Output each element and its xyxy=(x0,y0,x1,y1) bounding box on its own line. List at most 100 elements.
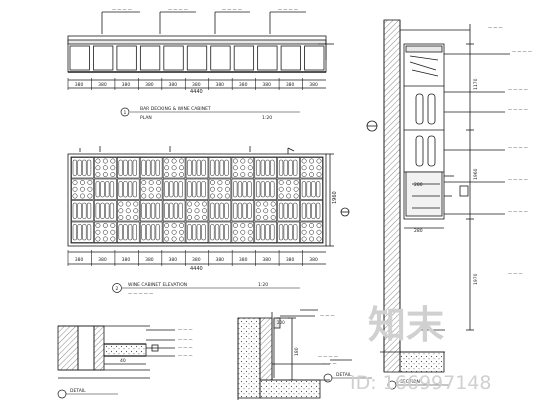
elevation-title: WINE CABINET ELEVATION xyxy=(128,282,187,288)
svg-text:— — —: — — — xyxy=(508,271,523,276)
elevation-cell xyxy=(300,178,323,200)
section-low-dim: 1970 xyxy=(473,273,479,285)
plan-cell xyxy=(304,45,325,71)
detail-b-title: DETAIL xyxy=(336,372,352,378)
elevation-cell xyxy=(162,221,186,243)
elevation-cell xyxy=(162,200,186,222)
elevation-cell xyxy=(277,178,300,200)
section-bottles xyxy=(409,55,440,209)
svg-text:— — — —: — — — — xyxy=(508,107,528,112)
plan-seg-dim: 380 xyxy=(286,82,295,88)
elevation-cell xyxy=(254,200,277,222)
section-depth-dim-2: 280 xyxy=(414,182,423,188)
svg-text:— — — —: — — — — xyxy=(168,7,188,12)
elevation-cell xyxy=(71,157,94,179)
section-mid-dim: 1960 xyxy=(473,168,479,180)
svg-text:— — — — —: — — — — — xyxy=(128,291,153,296)
elevation-cell xyxy=(254,157,277,179)
svg-text:— — —: — — — xyxy=(178,353,193,358)
detail-a-dim: 40 xyxy=(120,358,126,364)
detail-b-top-dim: 200 xyxy=(277,320,285,325)
elevation-seg-dim: 380 xyxy=(262,257,271,263)
plan-cell xyxy=(280,45,301,71)
section-labels: — — — — — — — — — — — — — — — — — — — — … xyxy=(488,25,532,276)
elevation-cell xyxy=(208,221,232,243)
detail-a-labels: — — — — — — — — — — — — DETAIL xyxy=(57,327,193,399)
elevation-scale: 1:20 xyxy=(258,282,268,288)
plan-cell xyxy=(257,45,278,71)
elevation-cell xyxy=(117,200,140,222)
elevation-cell xyxy=(208,157,232,179)
plan-seg-dim: 380 xyxy=(239,82,248,88)
svg-text:— — — —: — — — — xyxy=(508,145,528,150)
elevation-height-dim: 1960 xyxy=(332,191,338,204)
plan-total-dim: 4440 xyxy=(190,89,203,95)
elevation-outline xyxy=(67,153,327,247)
section-title-block: SECTION xyxy=(387,379,450,390)
elevation-cell xyxy=(300,200,323,222)
elevation-cell xyxy=(254,221,277,243)
detail-b-dim: 180 xyxy=(294,347,300,356)
elevation-cell xyxy=(185,157,209,179)
svg-text:— — — —: — — — — xyxy=(112,7,132,12)
elevation-cell xyxy=(231,221,255,243)
elevation-cell xyxy=(94,221,117,243)
section-top-dim: 1170 xyxy=(473,78,479,90)
elevation-cell xyxy=(208,178,232,200)
plan-seg-dim: 380 xyxy=(262,82,271,88)
elevation-cell xyxy=(162,178,186,200)
svg-text:— — — —: — — — — xyxy=(222,7,242,12)
svg-text:— — — —: — — — — xyxy=(508,177,528,182)
plan-seg-dim: 380 xyxy=(309,82,318,88)
plan-seg-dim: 380 xyxy=(192,82,201,88)
elevation-total-dim: 4440 xyxy=(190,266,203,272)
elevation-seg-dim: 380 xyxy=(192,257,201,263)
elevation-seg-dim: 380 xyxy=(75,257,84,263)
elevation-cell xyxy=(162,157,186,179)
elevation-cell xyxy=(277,157,300,179)
elevation-seg-dim: 380 xyxy=(215,257,224,263)
plan-cell xyxy=(233,45,255,71)
elevation-seg-dim: 380 xyxy=(239,257,248,263)
watermark-brand: 知末 xyxy=(368,303,444,347)
svg-text:— — — —: — — — — xyxy=(512,49,532,54)
plan-seg-dim: 380 xyxy=(215,82,224,88)
plan-subtitle: PLAN xyxy=(140,115,152,121)
plan-leaders: — — — — — — — — — — — — — — — — xyxy=(101,7,306,34)
elevation-cell xyxy=(139,178,163,200)
svg-text:— — —: — — — xyxy=(178,337,193,342)
elevation-seg-dim: 380 xyxy=(286,257,295,263)
plan-title: BAR DECKING & WINE CABINET xyxy=(140,106,211,112)
plan-title-block: 1 BAR DECKING & WINE CABINET PLAN 1:20 xyxy=(120,106,300,121)
watermark-id: ID: 166997148 xyxy=(350,372,491,394)
svg-text:— — — —: — — — — xyxy=(508,209,528,214)
elevation-cells xyxy=(71,157,323,243)
plan-title-number: 1 xyxy=(124,110,127,116)
plan-cell xyxy=(69,45,90,71)
detail-b-view: 180 200 xyxy=(237,309,352,400)
svg-text:— — — —: — — — — xyxy=(508,87,528,92)
plan-seg-dim: 380 xyxy=(145,82,154,88)
plan-cell xyxy=(116,45,137,71)
elevation-cell xyxy=(185,221,209,243)
plan-cell xyxy=(139,45,161,71)
elevation-cell xyxy=(231,157,255,179)
elevation-cell xyxy=(208,200,232,222)
watermark: 知末 ID: 166997148 xyxy=(350,303,491,394)
plan-cell xyxy=(186,45,208,71)
plan-view: — — — — — — — — — — — — — — — — 380 380 38… xyxy=(67,7,334,95)
elevation-title-number: 2 xyxy=(116,286,119,292)
elevation-cell xyxy=(277,221,300,243)
svg-text:— — —: — — — xyxy=(178,345,193,350)
elevation-cell xyxy=(254,178,277,200)
elevation-cell xyxy=(277,200,300,222)
svg-text:— — —: — — — xyxy=(178,327,193,332)
elevation-seg-dim: 380 xyxy=(309,257,318,263)
elevation-cell xyxy=(231,178,255,200)
section-view: 1170 1960 1970 280 280 xyxy=(366,19,510,373)
